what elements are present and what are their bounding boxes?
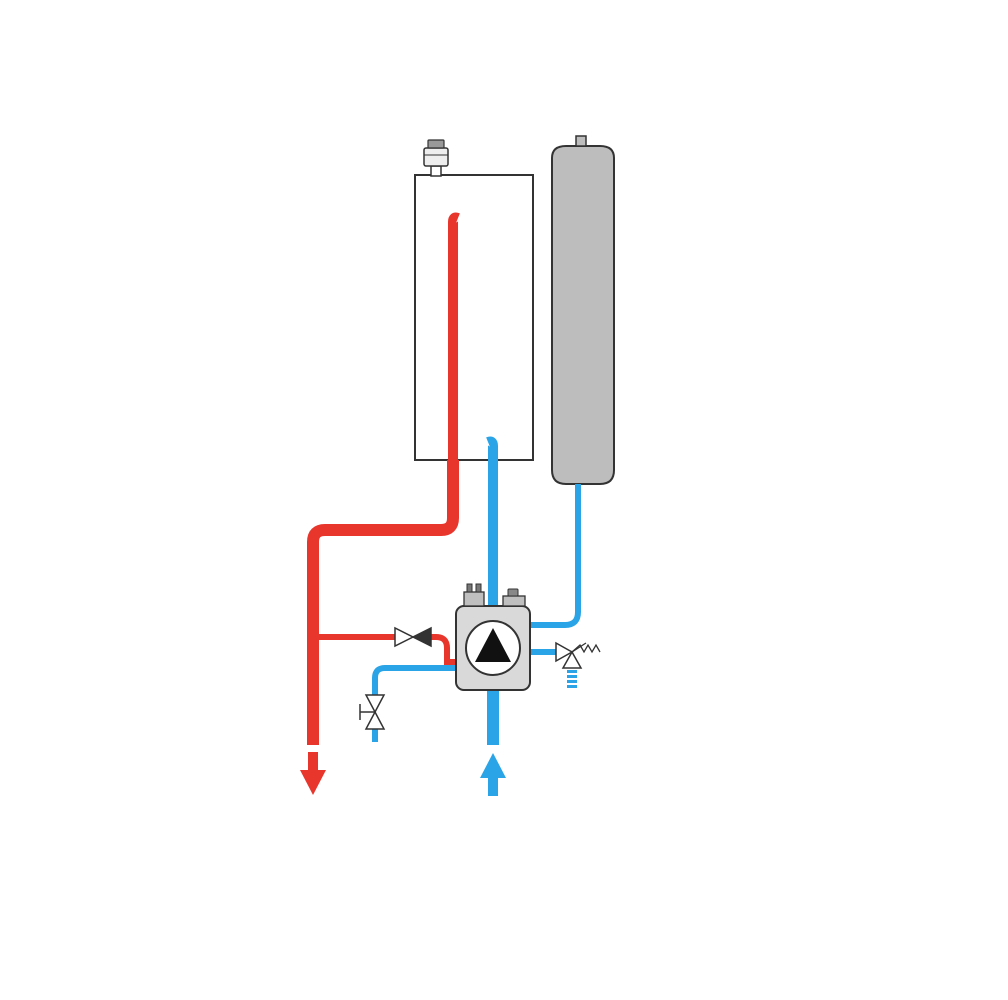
cold-return-riser-pipe xyxy=(486,436,498,605)
expansion-vessel xyxy=(551,135,615,485)
bypass-hot-pipe-to-pump xyxy=(430,634,458,665)
drain-pipe xyxy=(372,665,458,695)
supply-outlet-arrow-icon xyxy=(300,752,326,795)
return-inlet-arrow-icon xyxy=(480,753,506,796)
air-vent-icon xyxy=(423,139,449,177)
pump-fittings-icon xyxy=(463,583,526,607)
hot-supply-pipe xyxy=(307,460,459,745)
hot-riser-pipe xyxy=(448,212,460,460)
expansion-pipe xyxy=(530,484,581,628)
safety-valve-icon xyxy=(555,641,601,669)
boiler-tank xyxy=(414,174,534,461)
check-valve-icon xyxy=(394,626,432,648)
pump-block xyxy=(455,605,531,691)
drain-valve-icon xyxy=(359,694,386,730)
pump-icon xyxy=(475,628,511,662)
